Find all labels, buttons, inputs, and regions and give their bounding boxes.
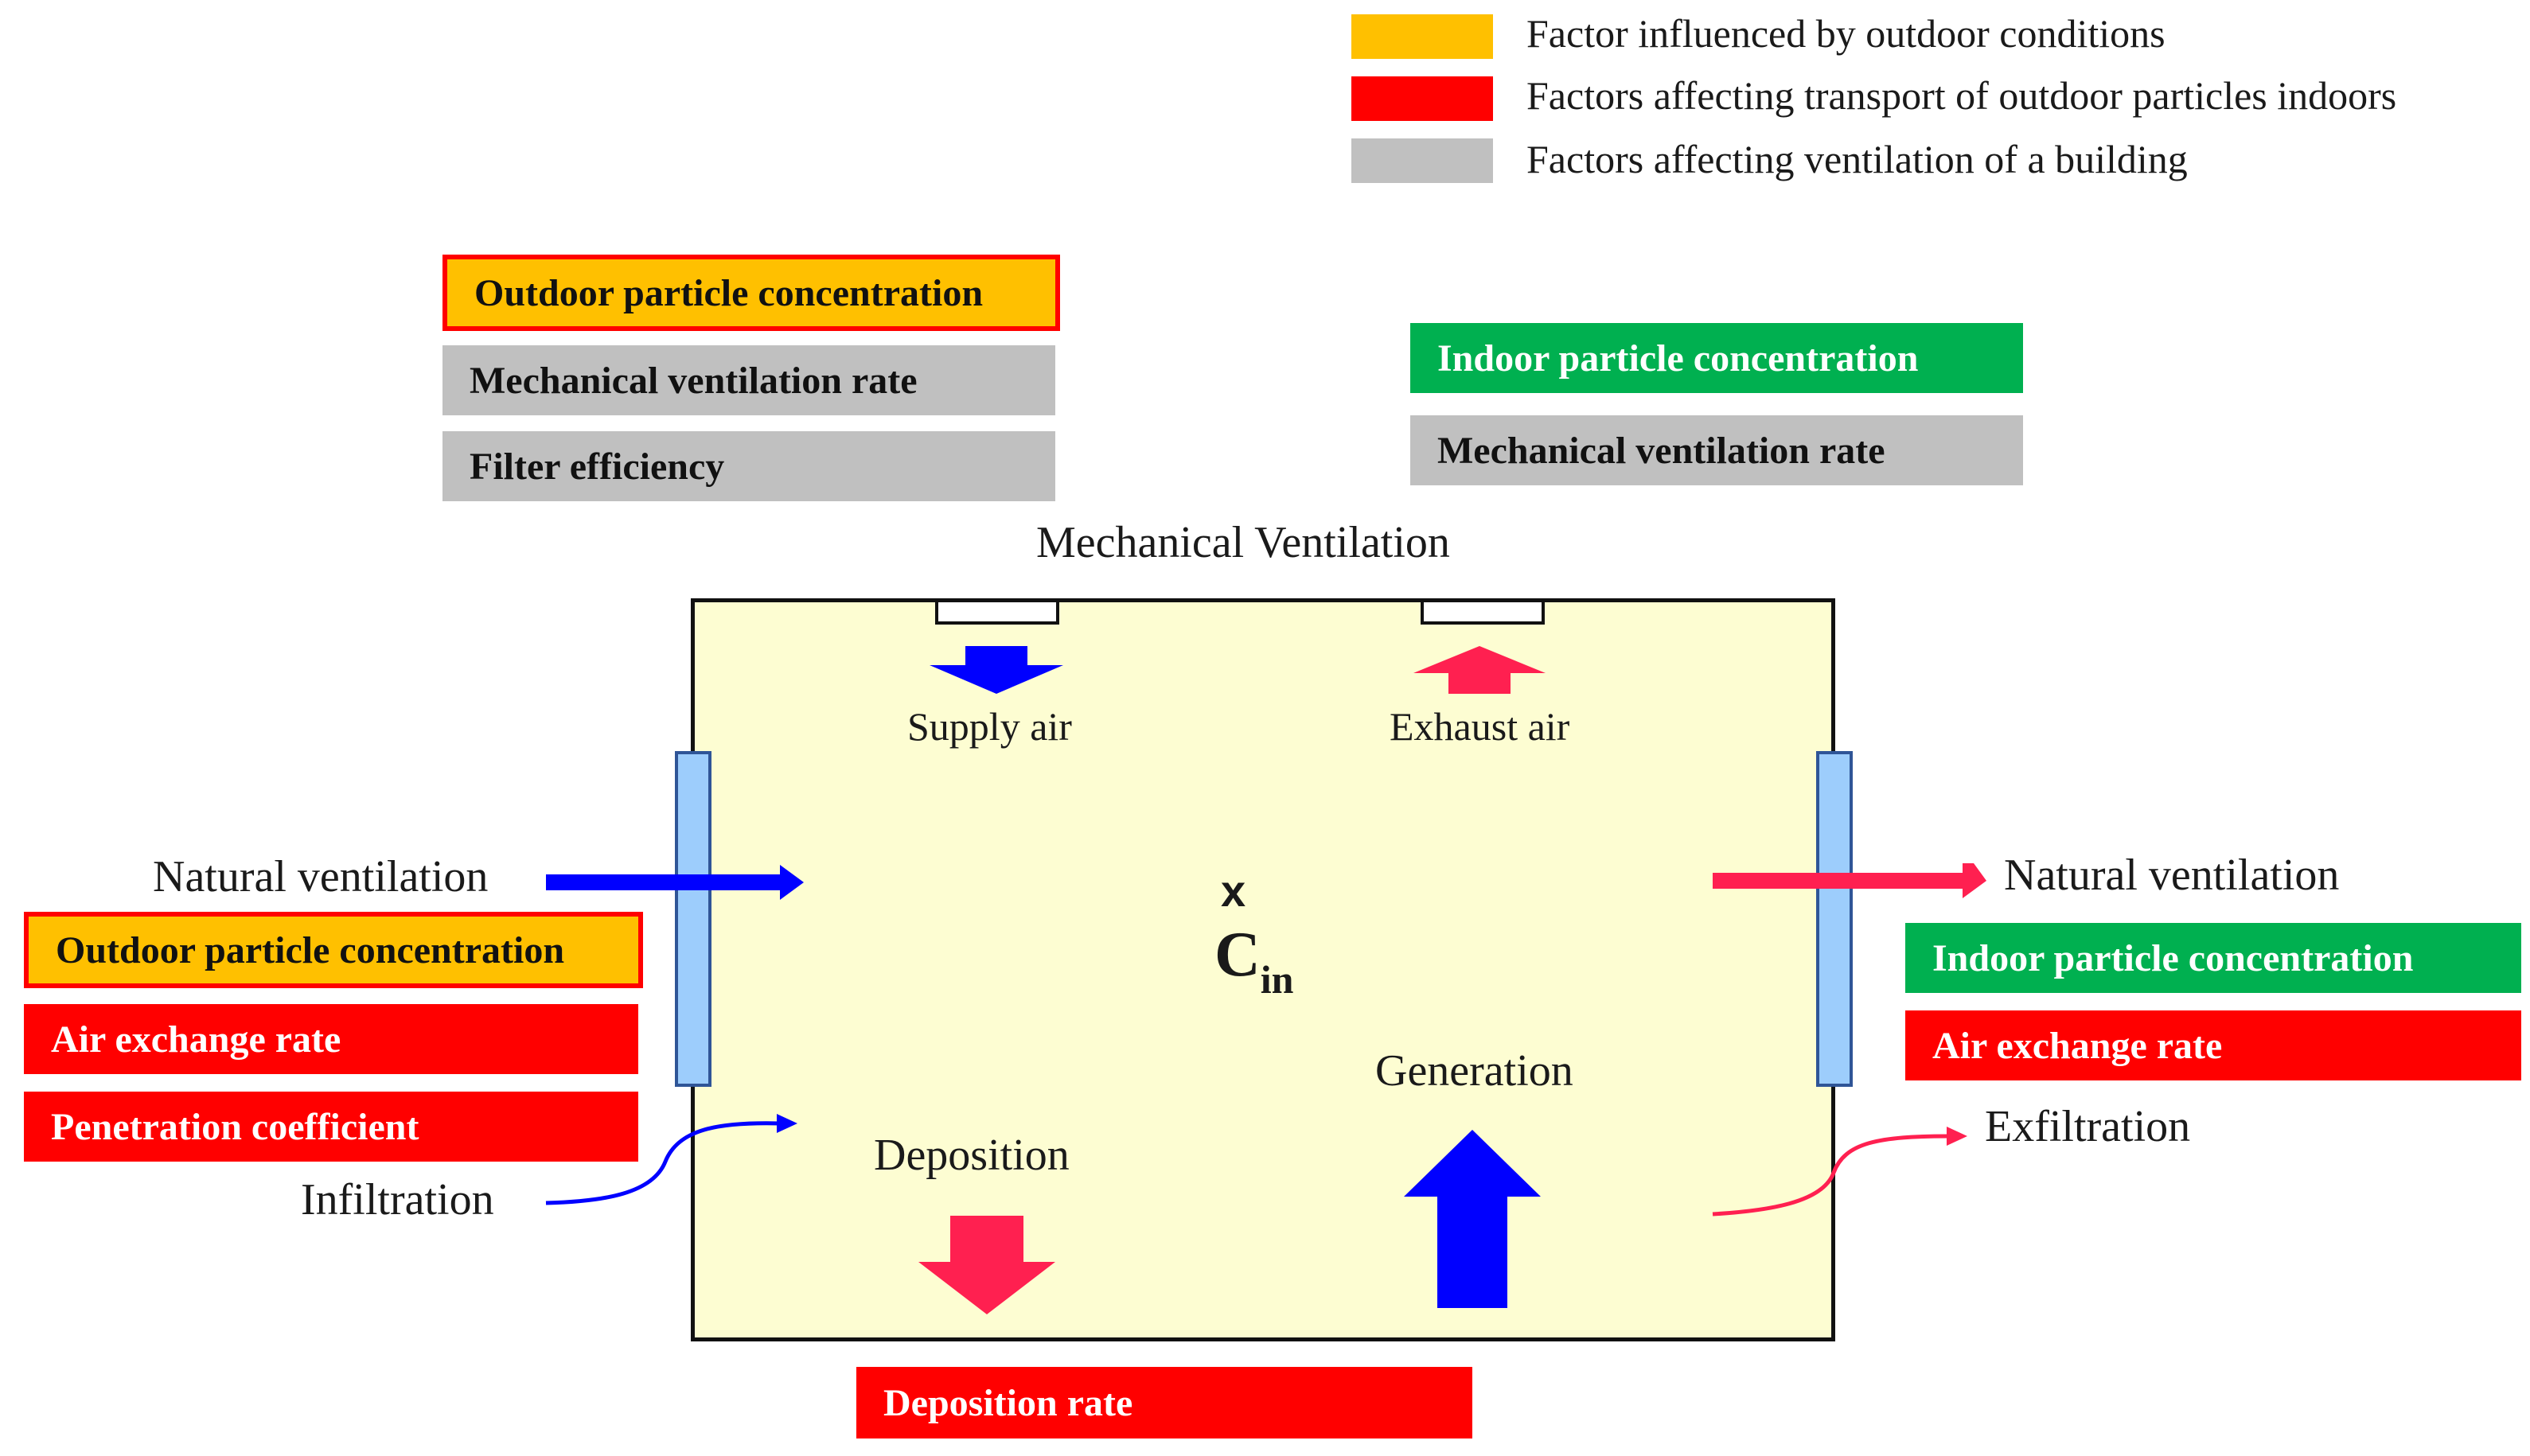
- label-exfiltration: Exfiltration: [1985, 1102, 2191, 1151]
- natural-ventilation-in-shaft: [546, 874, 785, 890]
- c-subscript: in: [1260, 957, 1294, 1002]
- marker-x: x: [1221, 866, 1246, 916]
- box-air-exchange-rate-out: Air exchange rate: [1905, 1010, 2521, 1080]
- infiltration-curve: [545, 1121, 781, 1205]
- natural-ventilation-out-head: [1963, 863, 1986, 898]
- infiltration-arrowhead: [777, 1114, 797, 1133]
- box-mechanical-ventilation-rate-exhaust: Mechanical ventilation rate: [1410, 415, 2023, 485]
- exfiltration-arrowhead: [1947, 1127, 1967, 1146]
- exfiltration-curve: [1712, 1134, 1951, 1217]
- box-penetration-coefficient: Penetration coefficient: [24, 1092, 638, 1162]
- natural-ventilation-out-shaft: [1713, 873, 1967, 889]
- box-deposition-rate: Deposition rate: [856, 1367, 1472, 1438]
- label-exhaust-air: Exhaust air: [1390, 704, 1570, 749]
- label-generation: Generation: [1375, 1046, 1573, 1096]
- label-supply-air: Supply air: [907, 704, 1072, 749]
- indoor-concentration-symbol: Cin: [1214, 923, 1293, 999]
- legend-swatch-outdoor: [1351, 14, 1493, 59]
- label-infiltration: Infiltration: [301, 1175, 494, 1224]
- deposition-arrow: [918, 1216, 1055, 1314]
- legend-text-outdoor: Factor influenced by outdoor conditions: [1526, 11, 2166, 56]
- c-main: C: [1214, 920, 1261, 990]
- label-natural-ventilation-in: Natural ventilation: [153, 852, 489, 901]
- left-window: [675, 751, 711, 1087]
- box-outdoor-particle-concentration-natural: Outdoor particle concentration: [24, 912, 643, 988]
- box-filter-efficiency: Filter efficiency: [442, 431, 1055, 501]
- room: [691, 598, 1835, 1341]
- exhaust-air-arrow: [1413, 646, 1546, 694]
- legend-text-transport: Factors affecting transport of outdoor p…: [1526, 73, 2397, 118]
- box-indoor-particle-concentration-natural: Indoor particle concentration: [1905, 923, 2521, 993]
- supply-vent: [935, 602, 1059, 625]
- label-natural-ventilation-out: Natural ventilation: [2004, 851, 2340, 900]
- box-indoor-particle-concentration-mech: Indoor particle concentration: [1410, 323, 2023, 393]
- box-air-exchange-rate-in: Air exchange rate: [24, 1004, 638, 1074]
- box-mechanical-ventilation-rate-supply: Mechanical ventilation rate: [442, 345, 1055, 415]
- right-window: [1816, 751, 1853, 1087]
- legend-swatch-transport: [1351, 76, 1493, 121]
- supply-air-arrow: [930, 646, 1063, 694]
- label-deposition: Deposition: [874, 1131, 1070, 1180]
- legend-swatch-ventilation: [1351, 138, 1493, 183]
- label-mechanical-ventilation: Mechanical Ventilation: [1036, 518, 1450, 567]
- box-outdoor-particle-concentration-mech: Outdoor particle concentration: [442, 255, 1060, 331]
- generation-arrow: [1404, 1130, 1541, 1308]
- exhaust-vent: [1421, 602, 1545, 625]
- legend-text-ventilation: Factors affecting ventilation of a build…: [1526, 137, 2188, 181]
- natural-ventilation-in-head: [780, 865, 804, 900]
